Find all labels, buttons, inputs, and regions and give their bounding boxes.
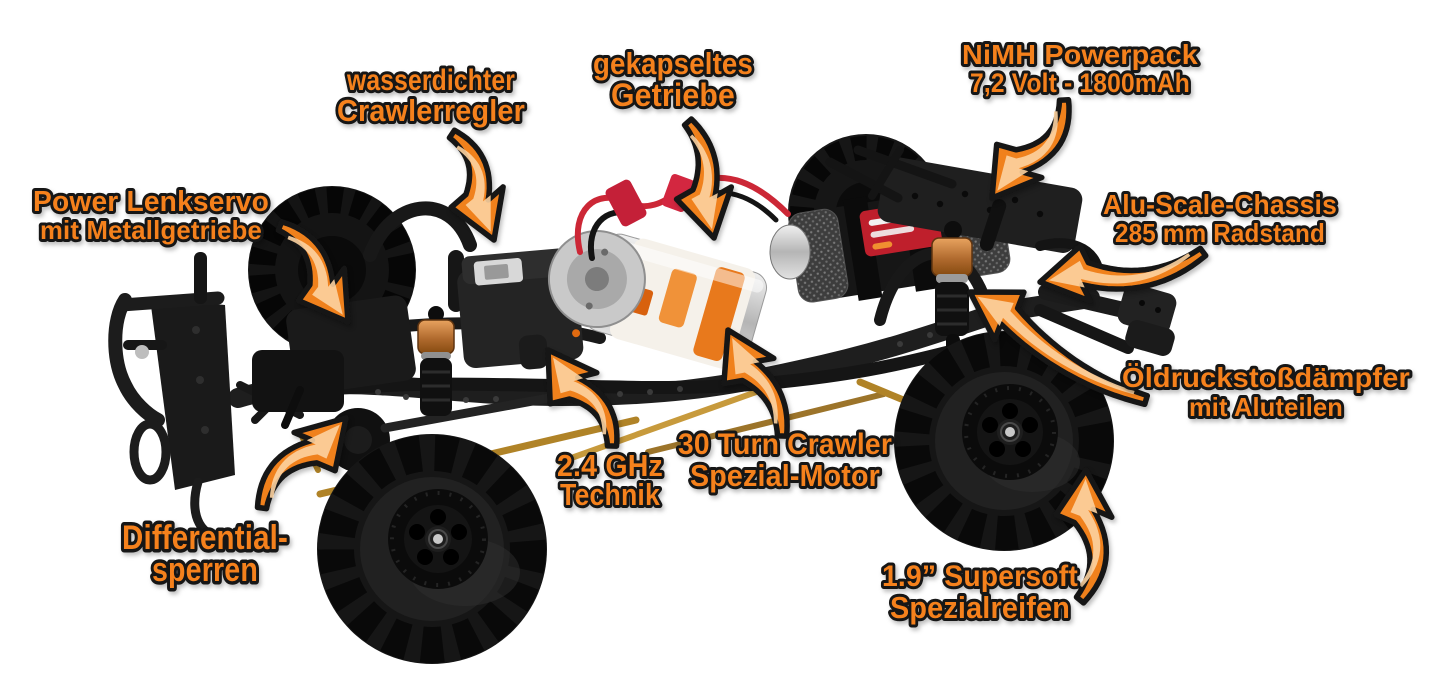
daempfer-arrow-highlight bbox=[977, 296, 1135, 395]
label-technik-line1: 2.4 GHz bbox=[557, 448, 663, 483]
label-chassis-line2: 285 mm Radstand bbox=[1115, 218, 1325, 248]
motor-arrow bbox=[721, 327, 790, 439]
steering-servo bbox=[252, 201, 477, 429]
label-daempfer-line2: mit Aluteilen bbox=[1189, 392, 1343, 422]
battery-end-cap bbox=[769, 224, 811, 280]
technik-arrow-highlight bbox=[553, 357, 607, 435]
label-getriebe-line2: Getriebe bbox=[611, 77, 735, 113]
front-bumper bbox=[108, 252, 235, 541]
label-motor-line1: 30 Turn Crawler bbox=[678, 428, 892, 461]
front-shock bbox=[417, 306, 455, 416]
label-crawlerregler-line2: Crawlerregler bbox=[337, 93, 525, 128]
crawlerregler-arrow-highlight bbox=[456, 145, 491, 232]
label-powerpack-line2: 7,2 Volt - 1800mAh bbox=[970, 68, 1190, 98]
getriebe-arrow-highlight bbox=[689, 134, 718, 230]
label-lenkservo-line2: mit Metallgetriebe bbox=[40, 215, 262, 245]
crawlerregler-arrow bbox=[446, 127, 506, 243]
chassis-arrow-highlight bbox=[1048, 253, 1191, 288]
technik-arrow bbox=[545, 347, 620, 449]
label-daempfer-line1: Öldruckstoßdämpfer bbox=[1122, 362, 1410, 393]
diffsperren-arrow bbox=[254, 415, 349, 512]
powerpack-arrow-highlight bbox=[997, 111, 1058, 191]
motor bbox=[547, 230, 768, 370]
chassis-arrow bbox=[1037, 243, 1209, 304]
getriebe-arrow bbox=[673, 116, 735, 241]
label-powerpack-line1: NiMH Powerpack bbox=[962, 39, 1198, 70]
label-diffsperren-line2: sperren bbox=[152, 551, 258, 589]
reifen-arrow-highlight bbox=[1070, 479, 1101, 588]
label-diffsperren-line1: Differential- bbox=[122, 519, 288, 557]
label-reifen-line2: Spezialreifen bbox=[890, 590, 1070, 625]
lenkservo-arrow bbox=[275, 219, 351, 325]
label-crawlerregler-line1: wasserdichter bbox=[346, 64, 515, 97]
label-lenkservo-line1: Power Lenkservo bbox=[33, 186, 269, 218]
chassis-arrow bbox=[1037, 243, 1209, 304]
diffsperren-arrow-highlight bbox=[269, 424, 340, 498]
front-wheel bbox=[317, 434, 547, 664]
reifen-arrow bbox=[1053, 467, 1115, 606]
label-getriebe-line1: gekapseltes bbox=[593, 46, 753, 81]
label-technik-line2: Technik bbox=[560, 477, 660, 512]
label-motor-line2: Spezial-Motor bbox=[690, 458, 880, 493]
motor-arrow-highlight bbox=[732, 338, 778, 424]
rear-wheel bbox=[894, 331, 1114, 551]
label-reifen-line1: 1.9” Supersoft bbox=[882, 560, 1078, 593]
powerpack-arrow bbox=[989, 97, 1072, 201]
daempfer-arrow bbox=[967, 289, 1151, 408]
label-chassis-line1: Alu-Scale-Chassis bbox=[1103, 189, 1337, 220]
rear-chassis-arms bbox=[1034, 283, 1177, 356]
rc-crawler-photo bbox=[108, 134, 1177, 664]
lenkservo-arrow-highlight bbox=[287, 235, 343, 315]
